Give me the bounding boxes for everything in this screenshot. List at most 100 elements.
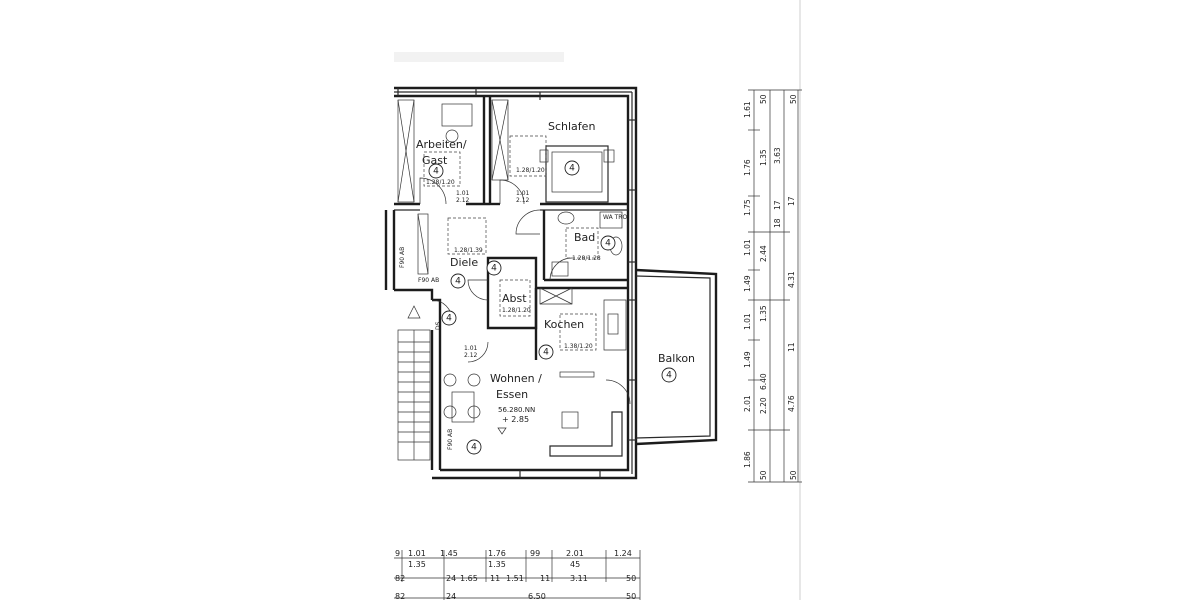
room-label-balkon: Balkon (658, 352, 695, 365)
wall-label-f90-lower: F90 AB (447, 429, 454, 450)
dim-right-c3-6: 4.76 (787, 395, 796, 412)
dim-bottom-r3-5: 11 (540, 574, 550, 583)
door-label-1-bottom: 2.12 (456, 197, 470, 204)
room-badge-schlafen: 4 (564, 160, 580, 176)
dim-right-c1-8: 1.86 (743, 451, 752, 468)
elevation-marker-icon (497, 427, 507, 435)
svg-text:4: 4 (605, 239, 611, 249)
door-label-3-top: 1.01 (464, 345, 478, 352)
svg-text:4: 4 (446, 314, 452, 324)
dim-right-c2-6: 50 (759, 470, 768, 480)
svg-text:4: 4 (491, 264, 497, 274)
room-label-diele: Diele (450, 256, 478, 269)
window-label-schlafen: 1.28/1.20 (516, 167, 545, 174)
svg-text:4: 4 (471, 443, 477, 453)
dim-bottom-r3-4: 1.51 (506, 574, 524, 583)
wall-label-ds: DS (435, 321, 442, 330)
room-label-arbeiten-line1: Arbeiten/ (416, 138, 467, 151)
window-label-kochen: 1.38/1.20 (564, 343, 593, 350)
dim-right-c2-3: 1.35 (759, 305, 768, 322)
dim-right-c4-0: 50 (789, 94, 798, 104)
elevation-level: + 2.85 (502, 415, 529, 424)
wall-label-f90-diele: F90 AB (418, 277, 439, 284)
room-label-schlafen: Schlafen (548, 120, 595, 133)
door-label-2-bottom: 2.12 (516, 197, 530, 204)
paper-edge-shadow (394, 52, 564, 62)
room-badge-diele: 4 (450, 273, 466, 289)
room-badge-wohnen: 4 (466, 439, 482, 455)
dim-right-c2-5: 2.20 (759, 397, 768, 414)
bottom-dimension-chains: 9 1.01 1.45 1.76 99 2.01 1.24 1.35 1.35 … (394, 549, 641, 601)
elevation-nn: 56.280.NN (498, 406, 535, 414)
dim-bottom-r4-2: 6.50 (528, 592, 546, 600)
dim-bottom-r1-1: 1.01 (408, 549, 426, 558)
furniture (441, 103, 623, 457)
svg-text:4: 4 (543, 348, 549, 358)
dim-right-c1-0: 1.61 (743, 101, 752, 118)
dim-bottom-r1-6: 1.24 (614, 549, 632, 558)
wall-label-f90-upper: F90 AB (399, 247, 406, 268)
room-label-abst: Abst (502, 292, 527, 305)
dim-bottom-r1-3: 1.76 (488, 549, 506, 558)
dim-bottom-r3-6: 3.11 (570, 574, 588, 583)
room-labels: Arbeiten/ Gast Schlafen Bad Diele Abst K… (416, 120, 695, 401)
room-label-kochen: Kochen (544, 318, 584, 331)
room-badge-arbeiten: 4 (428, 163, 444, 179)
dim-right-c3-0: 3.63 (773, 147, 782, 164)
dim-right-c1-1: 1.76 (743, 159, 752, 176)
dim-right-c4-1: 50 (789, 470, 798, 480)
window-label-diele: 1.28/1.39 (454, 247, 483, 254)
room-badge-balkon: 4 (661, 367, 677, 383)
dim-right-c2-0: 50 (759, 94, 768, 104)
svg-text:4: 4 (666, 371, 672, 381)
door-label-3-bottom: 2.12 (464, 352, 478, 359)
dim-bottom-r3-1: 24 (446, 574, 456, 583)
doors (419, 177, 631, 405)
outer-walls (394, 86, 638, 480)
room-badge-ds: 4 (441, 310, 457, 326)
room-label-wohnen-line1: Wohnen / (490, 372, 542, 385)
room-label-wohnen-line2: Essen (496, 388, 528, 401)
door-label-1-top: 1.01 (456, 190, 470, 197)
window-markers (423, 135, 599, 351)
washing-machine-label: WA TRO (603, 214, 627, 221)
dim-right-c1-6: 1.49 (743, 351, 752, 368)
dim-bottom-r4-1: 24 (446, 592, 456, 600)
dim-bottom-r1-5: 2.01 (566, 549, 584, 558)
door-label-2-top: 1.01 (516, 190, 530, 197)
dim-right-c1-5: 1.01 (743, 313, 752, 330)
dim-bottom-r4-0: 82 (395, 592, 405, 600)
dim-bottom-r2-1: 1.35 (488, 560, 506, 569)
dim-right-c3-2: 18 (773, 218, 782, 228)
wardrobes (397, 99, 509, 275)
dim-bottom-r2-0: 1.35 (408, 560, 426, 569)
room-badge-bad: 4 (600, 235, 616, 251)
dim-bottom-r1-4: 99 (530, 549, 540, 558)
dim-bottom-r2-2: 45 (570, 560, 580, 569)
right-dimension-chains: 1.61 1.76 1.75 1.01 1.49 1.01 1.49 2.01 … (743, 89, 802, 483)
svg-text:4: 4 (569, 164, 575, 174)
dim-right-c2-4: 6.40 (759, 373, 768, 390)
dim-bottom-r3-7: 50 (626, 574, 636, 583)
room-label-bad: Bad (574, 231, 595, 244)
stair (397, 305, 431, 461)
dim-right-c2-1: 1.35 (759, 149, 768, 166)
dim-bottom-r3-2: 1.65 (460, 574, 478, 583)
room-badge-kochen: 4 (538, 344, 554, 360)
dim-right-c3-4: 4.31 (787, 271, 796, 288)
dim-right-c1-2: 1.75 (743, 199, 752, 216)
dim-bottom-r3-3: 11 (490, 574, 500, 583)
dim-bottom-r1-0: 9 (395, 549, 400, 558)
window-label-abst: 1.28/1.20 (502, 307, 531, 314)
room-label-arbeiten-line2: Gast (422, 154, 448, 167)
dim-right-c3-1: 17 (773, 200, 782, 210)
dim-bottom-r3-0: 82 (395, 574, 405, 583)
window-label-arbeiten: 1.28/1.20 (426, 179, 455, 186)
dim-right-c1-3: 1.01 (743, 239, 752, 256)
balkon-outline (635, 268, 718, 446)
dim-right-c3-3: 17 (787, 196, 796, 206)
dim-right-c2-2: 2.44 (759, 245, 768, 262)
window-label-bad: 1.28/1.28 (572, 255, 601, 262)
